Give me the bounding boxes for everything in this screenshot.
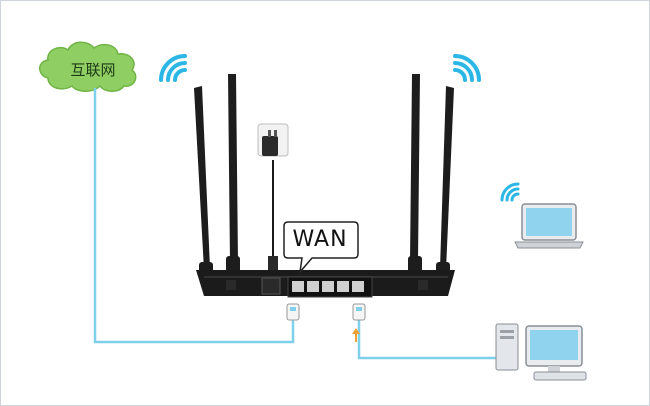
cloud-label: 互联网 bbox=[70, 61, 116, 79]
router-icon bbox=[196, 270, 455, 298]
lan-cable bbox=[357, 318, 500, 360]
wan-callout bbox=[283, 221, 359, 275]
desktop-pc-icon bbox=[495, 323, 587, 381]
laptop-icon bbox=[514, 203, 584, 249]
ethernet-plug-icon bbox=[286, 303, 366, 321]
wifi-icon-left bbox=[159, 54, 187, 82]
wan-cable bbox=[93, 88, 295, 344]
cloud-icon bbox=[39, 41, 137, 92]
wifi-icon-laptop bbox=[500, 182, 520, 202]
cables bbox=[93, 88, 500, 360]
power-adapter-icon bbox=[257, 123, 289, 270]
antenna-icon bbox=[194, 74, 454, 280]
wan-label: WAN bbox=[292, 227, 348, 252]
wifi-icon-right bbox=[453, 54, 481, 82]
arrow-up-icon bbox=[352, 328, 360, 342]
